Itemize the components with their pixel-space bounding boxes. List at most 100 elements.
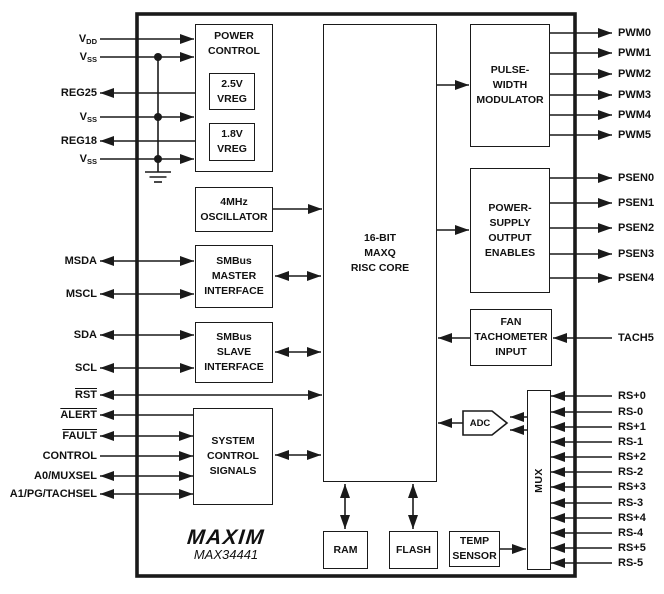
- pin-psen4-text: PSEN4: [618, 272, 655, 284]
- pin-vss-text: V: [79, 51, 87, 63]
- pin-pwm5-text: PWM5: [618, 129, 651, 141]
- block-psen: POWER- SUPPLY OUTPUT ENABLES: [470, 168, 550, 293]
- pin-vss-subscript: SS: [86, 115, 97, 124]
- pin-pwm1-text: PWM1: [618, 47, 651, 59]
- pin-vdd: VDD: [79, 32, 97, 49]
- pin-psen1: PSEN1: [618, 196, 654, 210]
- pin-vss-subscript: SS: [86, 55, 97, 64]
- block-smbus-master: SMBus MASTER INTERFACE: [195, 245, 273, 308]
- pin-vdd-text: V: [78, 33, 87, 45]
- junction-dot: [154, 53, 162, 61]
- pin-psen3-text: PSEN3: [618, 248, 655, 260]
- pin-rs-2-text: RS-2: [618, 466, 644, 478]
- pin-rs+3: RS+3: [618, 480, 646, 494]
- pin-reg25-text: REG25: [60, 87, 97, 99]
- block-fan-tachometer: FAN TACHOMETER INPUT: [470, 309, 552, 366]
- pin-rs-5: RS-5: [618, 556, 643, 570]
- pin-sda: SDA: [74, 328, 97, 342]
- pin-pwm3-text: PWM3: [618, 89, 651, 101]
- pin-rs-1-text: RS-1: [618, 436, 644, 448]
- pin-pwm2-text: PWM2: [618, 68, 651, 80]
- pin-rst: RST: [75, 388, 97, 402]
- pin-tach5: TACH5: [618, 331, 654, 345]
- pin-rs-0-text: RS-0: [618, 406, 644, 418]
- pin-rs+2-text: RS+2: [618, 451, 646, 463]
- block-power-control-label: POWER CONTROL: [208, 30, 260, 57]
- pin-rs-0: RS-0: [618, 405, 643, 419]
- adc-label: ADC: [469, 417, 491, 429]
- part-number: MAX34441: [193, 547, 259, 562]
- pin-pwm4-text: PWM4: [618, 109, 651, 121]
- pin-pwm3: PWM3: [618, 88, 651, 102]
- block-flash: FLASH: [389, 531, 438, 569]
- block-vreg-18: 1.8V VREG: [209, 123, 255, 161]
- pin-rs+1-text: RS+1: [618, 421, 646, 433]
- pin-rs+0-text: RS+0: [618, 390, 646, 402]
- pin-rs-1: RS-1: [618, 435, 643, 449]
- pin-rs+2: RS+2: [618, 450, 646, 464]
- block-temp-sensor: TEMP SENSOR: [449, 531, 500, 567]
- pin-fault-text: FAULT: [62, 430, 97, 442]
- pin-msda-text: MSDA: [64, 255, 97, 267]
- block-smbus-slave: SMBus SLAVE INTERFACE: [195, 322, 273, 383]
- pin-vss-text: V: [79, 153, 87, 165]
- pin-scl: SCL: [75, 361, 97, 375]
- block-system-control: SYSTEM CONTROL SIGNALS: [193, 408, 273, 505]
- pin-psen1-text: PSEN1: [618, 197, 655, 209]
- pin-pwm2: PWM2: [618, 67, 651, 81]
- pin-rst-text: RST: [75, 389, 97, 401]
- pin-pwm0: PWM0: [618, 26, 651, 40]
- pin-a0muxsel-text: A0/MUXSEL: [34, 470, 97, 482]
- pin-rs-4-text: RS-4: [618, 527, 644, 539]
- pin-pwm4: PWM4: [618, 108, 651, 122]
- pin-rs-3-text: RS-3: [618, 497, 644, 509]
- pin-mscl: MSCL: [66, 287, 97, 301]
- pin-alert: ALERT: [60, 408, 97, 422]
- pin-pwm5: PWM5: [618, 128, 651, 142]
- block-oscillator: 4MHz OSCILLATOR: [195, 187, 273, 232]
- pin-sda-text: SDA: [73, 329, 97, 341]
- block-risc-core: 16-BIT MAXQ RISC CORE: [323, 24, 437, 482]
- pin-a0muxsel: A0/MUXSEL: [34, 469, 97, 483]
- pin-mscl-text: MSCL: [65, 288, 97, 300]
- block-mux: MUX: [527, 390, 551, 570]
- pin-rs-5-text: RS-5: [618, 557, 644, 569]
- pin-rs-3: RS-3: [618, 496, 643, 510]
- pin-tach5-text: TACH5: [618, 332, 654, 344]
- pin-vdd-subscript: DD: [86, 37, 97, 46]
- pin-a1pgtachsel-text: A1/PG/TACHSEL: [9, 488, 97, 500]
- pin-rs+5-text: RS+5: [618, 542, 646, 554]
- pin-scl-text: SCL: [75, 362, 97, 374]
- pin-rs+4-text: RS+4: [618, 512, 646, 524]
- pin-psen2: PSEN2: [618, 221, 654, 235]
- junction-dot: [154, 113, 162, 121]
- pin-rs+4: RS+4: [618, 511, 646, 525]
- pin-reg18: REG18: [61, 134, 97, 148]
- pin-psen0-text: PSEN0: [618, 172, 655, 184]
- pin-psen2-text: PSEN2: [618, 222, 655, 234]
- pin-reg18-text: REG18: [60, 135, 97, 147]
- pin-vss-subscript: SS: [86, 157, 97, 166]
- block-ram: RAM: [323, 531, 368, 569]
- pin-reg25: REG25: [61, 86, 97, 100]
- pin-psen3: PSEN3: [618, 247, 654, 261]
- block-vreg-25: 2.5V VREG: [209, 73, 255, 110]
- pin-vss: VSS: [80, 110, 97, 127]
- pin-vss: VSS: [80, 50, 97, 67]
- pin-control: CONTROL: [43, 449, 97, 463]
- pin-rs+0: RS+0: [618, 389, 646, 403]
- pin-rs+1: RS+1: [618, 420, 646, 434]
- pin-pwm1: PWM1: [618, 46, 651, 60]
- pin-rs-4: RS-4: [618, 526, 643, 540]
- pin-msda: MSDA: [65, 254, 97, 268]
- pin-psen4: PSEN4: [618, 271, 654, 285]
- pin-alert-text: ALERT: [60, 409, 97, 421]
- pin-pwm0-text: PWM0: [618, 27, 651, 39]
- pin-fault: FAULT: [62, 429, 97, 443]
- block-pwm: PULSE- WIDTH MODULATOR: [470, 24, 550, 147]
- pin-psen0: PSEN0: [618, 171, 654, 185]
- pin-vss: VSS: [80, 152, 97, 169]
- pin-vss-text: V: [79, 111, 87, 123]
